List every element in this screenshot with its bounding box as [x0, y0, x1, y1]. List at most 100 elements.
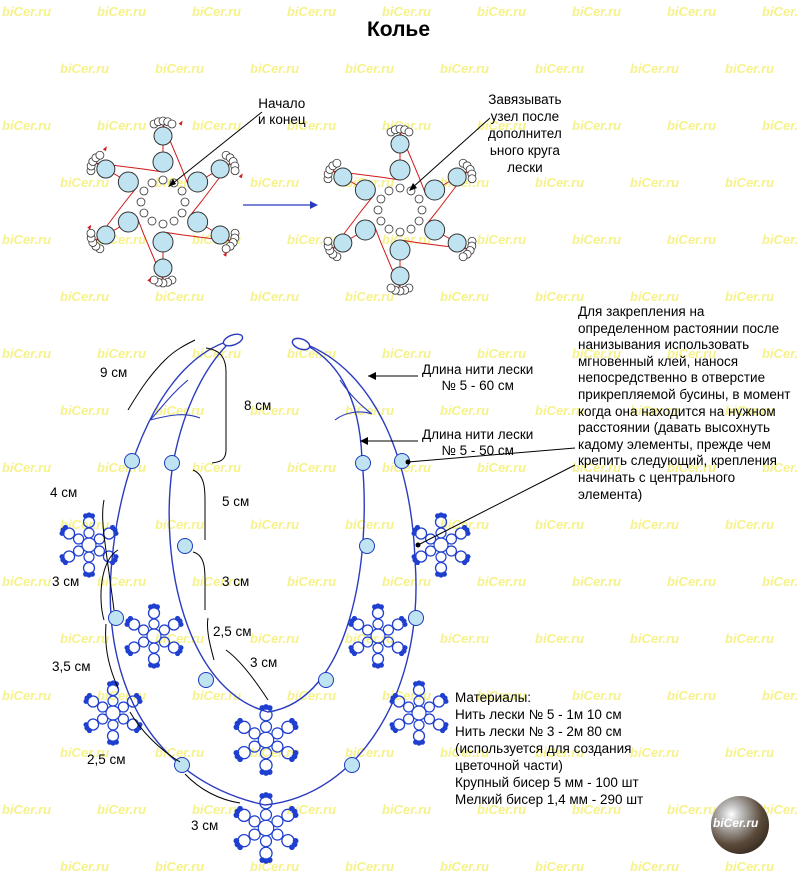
flower-seed-bead: [259, 769, 266, 775]
small-bead: [230, 166, 240, 176]
large-bead: [124, 453, 140, 469]
flower-bead: [97, 701, 109, 713]
flower-bead: [248, 740, 261, 753]
small-bead: [139, 186, 149, 196]
flower-seed-bead: [266, 793, 273, 799]
small-bead: [395, 183, 405, 193]
flower-seed-bead: [107, 739, 113, 745]
large-bead: [187, 171, 209, 193]
inner-thread-note: Длина нити лески № 5 - 50 см: [422, 427, 534, 458]
watermark-text: biCer.ru: [725, 631, 774, 646]
flower-seed-bead: [89, 513, 95, 519]
flower-seed-bead: [392, 692, 399, 699]
small-bead: [414, 194, 424, 204]
watermark-text: biCer.ru: [2, 688, 51, 703]
flower-seed-bead: [289, 756, 295, 763]
flower-seed-bead: [174, 650, 181, 657]
flower-bead: [83, 527, 95, 539]
small-bead: [177, 208, 187, 218]
watermark-text: biCer.ru: [97, 118, 146, 133]
watermark-text: biCer.ru: [2, 460, 51, 475]
small-bead: [167, 119, 177, 129]
arrow-head: [310, 201, 318, 209]
watermark-text: biCer.ru: [382, 574, 431, 589]
large-bead: [354, 179, 376, 201]
red-arrow: [147, 277, 152, 283]
watermark-text: biCer.ru: [155, 403, 204, 418]
flower-bead: [403, 713, 415, 725]
small-bead: [373, 205, 383, 215]
flower-seed-bead: [259, 857, 266, 863]
large-bead: [153, 258, 173, 278]
large-bead: [389, 159, 411, 181]
flower-seed-bead: [348, 645, 354, 651]
watermark-text: biCer.ru: [667, 802, 716, 817]
watermark-text: biCer.ru: [535, 403, 584, 418]
watermark-text: biCer.ru: [477, 346, 526, 361]
watermark-text: biCer.ru: [345, 403, 394, 418]
large-bead: [198, 672, 214, 688]
red-arrow: [238, 173, 243, 179]
watermark-text: biCer.ru: [192, 4, 241, 19]
watermark-text: biCer.ru: [287, 574, 336, 589]
watermark-text: biCer.ru: [345, 61, 394, 76]
flower-seed-bead: [414, 524, 421, 531]
small-bead: [139, 208, 149, 218]
watermark-text: biCer.ru: [250, 631, 299, 646]
watermark-text: biCer.ru: [572, 802, 621, 817]
flower-bead: [73, 533, 85, 545]
large-bead: [152, 151, 174, 173]
flower-bead: [259, 808, 273, 821]
watermark-text: biCer.ru: [250, 403, 299, 418]
watermark-text: biCer.ru: [477, 118, 526, 133]
flower-bead: [372, 642, 384, 654]
watermark-text: biCer.ru: [725, 175, 774, 190]
watermark-text: biCer.ru: [477, 688, 526, 703]
watermark-text: biCer.ru: [155, 289, 204, 304]
flower-bead: [425, 545, 437, 557]
measure-label: 2,5 см: [213, 624, 252, 639]
flower-center: [105, 705, 121, 721]
large-bead: [96, 225, 116, 245]
flower-seed-bead: [289, 844, 295, 851]
small-bead: [95, 150, 105, 160]
measure-label: 2,5 см: [87, 752, 126, 767]
start-end-pointer: [171, 111, 263, 185]
flower-bead: [148, 618, 160, 630]
watermark-text: biCer.ru: [667, 574, 716, 589]
watermark-text: biCer.ru: [192, 688, 241, 703]
flower-bead: [259, 747, 273, 760]
flower-seed-bead: [62, 524, 69, 531]
watermark-text: biCer.ru: [762, 802, 797, 817]
watermark-text: biCer.ru: [2, 232, 51, 247]
watermark-text: biCer.ru: [535, 175, 584, 190]
watermark-text: biCer.ru: [630, 745, 679, 760]
watermark-text: biCer.ru: [97, 4, 146, 19]
dimension-bracket: [192, 469, 206, 540]
measure-label: 4 см: [50, 485, 78, 500]
watermark-text: biCer.ru: [192, 346, 241, 361]
watermark-text: biCer.ru: [192, 802, 241, 817]
watermark-text: biCer.ru: [572, 118, 621, 133]
flower-seed-bead: [419, 681, 425, 687]
flower-center: [146, 628, 162, 644]
flower-seed-bead: [413, 739, 419, 745]
flower-seed-bead: [266, 705, 273, 711]
watermark-text: biCer.ru: [155, 61, 204, 76]
watermark-text: biCer.ru: [667, 118, 716, 133]
watermark-text: biCer.ru: [667, 460, 716, 475]
flower-bead: [83, 551, 95, 563]
flower-seed-bead: [109, 559, 116, 566]
small-bead: [332, 158, 342, 168]
small-bead: [417, 205, 427, 215]
flower-center: [257, 731, 275, 749]
flower-seed-bead: [441, 513, 447, 519]
material-item: Мелкий бисер 1,4 мм - 290 шт: [455, 792, 644, 807]
watermark-text: biCer.ru: [477, 4, 526, 19]
large-bead: [390, 134, 410, 154]
watermark-text: biCer.ru: [477, 574, 526, 589]
dimension-bracket: [129, 711, 181, 763]
large-bead: [333, 233, 353, 253]
material-item: цветочной части): [455, 758, 563, 773]
arrow-head: [409, 183, 417, 191]
